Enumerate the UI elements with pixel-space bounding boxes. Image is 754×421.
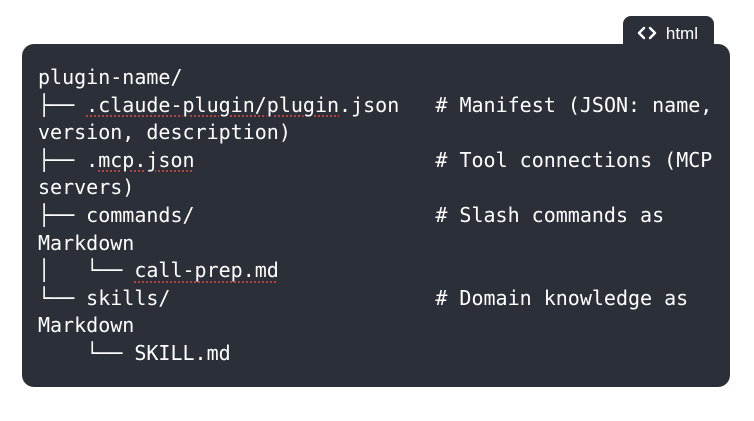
code-line: servers) xyxy=(38,174,714,202)
code-text: Markdown xyxy=(38,313,135,338)
code-text: version, description) xyxy=(38,120,291,145)
code-text: # Tool connections (MCP xyxy=(194,147,713,172)
code-line: │ └── call-prep.md xyxy=(38,257,714,285)
code-text: ├── . xyxy=(38,147,99,172)
code-line: ├── .mcp.json # Tool connections (MCP xyxy=(38,147,714,175)
code-line: Markdown xyxy=(38,312,714,340)
code-line: ├── .claude-plugin/plugin.json # Manifes… xyxy=(38,92,714,120)
code-block: plugin-name/ ├── .claude-plugin/plugin.js… xyxy=(22,44,730,387)
code-text: └── skills/ # Domain knowledge as xyxy=(38,285,689,310)
code-line: Markdown xyxy=(38,230,714,258)
code-card: html plugin-name/ ├── .claude-plugin/plug… xyxy=(22,16,730,387)
code-line: plugin-name/ xyxy=(38,64,714,92)
misspelled-token: .claude-plugin/plugin xyxy=(86,92,340,117)
code-text: Markdown xyxy=(38,230,135,255)
tab-label: html xyxy=(665,23,698,43)
code-text: └── SKILL.md xyxy=(38,340,231,365)
code-line: └── SKILL.md xyxy=(38,340,714,368)
code-line: ├── commands/ # Slash commands as xyxy=(38,202,714,230)
code-line: version, description) xyxy=(38,119,714,147)
tab-html[interactable]: html xyxy=(622,16,714,52)
misspelled-token: mcp.json xyxy=(98,147,195,172)
code-text: plugin-name/ xyxy=(38,65,183,89)
code-text: ├── xyxy=(38,92,87,117)
code-text: │ └── xyxy=(38,258,135,283)
code-text: ├── commands/ # Slash commands as xyxy=(38,202,665,227)
code-text: .json # Manifest (JSON: name, xyxy=(339,92,713,117)
code-text: servers) xyxy=(38,175,135,200)
misspelled-token: call-prep.md xyxy=(134,258,279,283)
code-icon xyxy=(637,26,657,40)
code-lines: plugin-name/ ├── .claude-plugin/plugin.js… xyxy=(38,64,714,368)
code-line: └── skills/ # Domain knowledge as xyxy=(38,285,714,313)
